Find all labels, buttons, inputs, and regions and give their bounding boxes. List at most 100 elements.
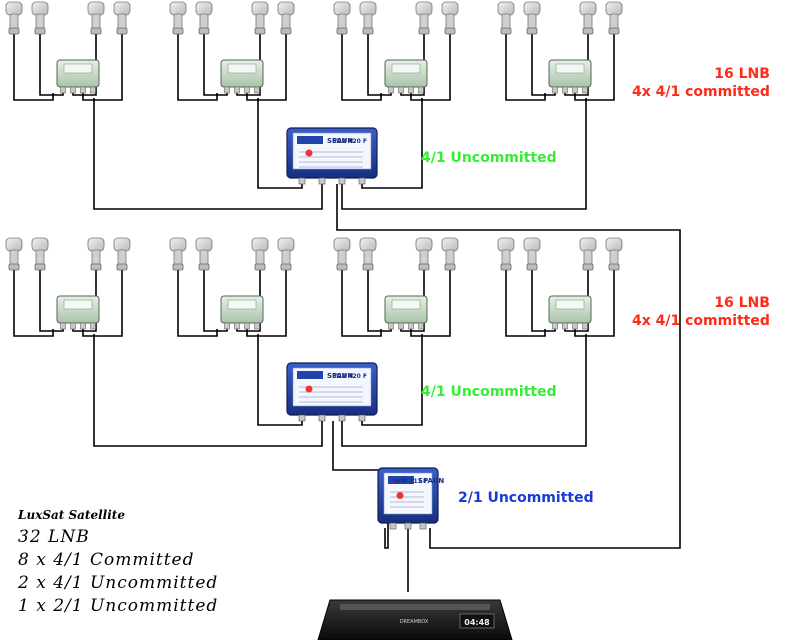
coax-cable <box>341 34 382 101</box>
lnb-head <box>195 1 213 16</box>
lnb-head <box>333 1 351 16</box>
diseqc-port <box>388 86 394 94</box>
coax-cable <box>93 98 323 210</box>
lnb-connector <box>8 263 20 271</box>
lnb-connector <box>34 263 46 271</box>
lnb-connector <box>34 27 46 35</box>
uncommitted-4-1-switch <box>286 362 378 422</box>
diseqc-port <box>60 86 66 94</box>
status-led <box>305 385 313 393</box>
diseqc-port <box>70 86 76 94</box>
diseqc-4-1-switch <box>384 295 428 330</box>
lnb-head <box>251 237 269 252</box>
switch-port <box>358 414 366 422</box>
diseqc-port <box>398 322 404 330</box>
coax-cable <box>39 270 64 332</box>
lnb-head <box>31 237 49 252</box>
lnb-head <box>169 237 187 252</box>
diseqc-port <box>582 86 588 94</box>
lnb-head <box>415 237 433 252</box>
diseqc-port <box>90 322 96 330</box>
switch-port <box>318 177 326 185</box>
diseqc-4-1-switch <box>220 295 264 330</box>
lnb-head <box>605 237 623 252</box>
diseqc-port <box>582 322 588 330</box>
coax-cable <box>410 34 451 101</box>
switch-model: SUR 420 F <box>332 373 367 380</box>
mid-lnb-count: 16 LNB <box>714 295 770 311</box>
twin-lnb <box>87 237 131 271</box>
twin-lnb <box>415 1 459 35</box>
mid-group-label: 16 LNB 4x 4/1 committed <box>632 294 770 330</box>
diseqc-port <box>562 322 568 330</box>
coax-cable <box>13 34 54 101</box>
lnb-connector <box>198 27 210 35</box>
coax-cable <box>39 34 64 96</box>
twin-lnb <box>579 1 623 35</box>
lnb-connector <box>90 263 102 271</box>
lnb-connector <box>8 27 20 35</box>
diseqc-port <box>254 322 260 330</box>
coax-cable <box>531 270 556 332</box>
diseqc-4-1-switch <box>220 59 264 94</box>
diseqc-port <box>234 86 240 94</box>
lnb-head <box>5 1 23 16</box>
top-group-label: 16 LNB 4x 4/1 committed <box>632 65 770 101</box>
coax-cable <box>361 98 423 189</box>
twin-lnb <box>497 1 541 35</box>
spaun-logo <box>297 136 323 144</box>
coax-cable <box>367 34 392 96</box>
lnb-connector <box>254 27 266 35</box>
summary-line: 8 x 4/1 Committed <box>18 550 195 570</box>
diseqc-label-plate <box>555 299 585 310</box>
lnb-head <box>605 1 623 16</box>
diseqc-port <box>254 86 260 94</box>
diseqc-port <box>234 322 240 330</box>
diseqc-4-1-switch <box>384 59 428 94</box>
coax-cable <box>82 270 123 337</box>
switch-brand: SPAUN <box>418 477 444 485</box>
diseqc-port <box>388 322 394 330</box>
lnb-head <box>169 1 187 16</box>
switch-brand: SPAUN <box>327 137 353 145</box>
diseqc-label-plate <box>391 63 421 74</box>
coax-cable <box>203 270 228 332</box>
receiver-brand: DREAMBOX <box>400 619 429 625</box>
twin-lnb <box>5 237 49 271</box>
twin-lnb <box>169 237 213 271</box>
summary-block: LuxSat Satellite 32 LNB 8 x 4/1 Committe… <box>18 508 218 618</box>
lnb-head <box>441 237 459 252</box>
diseqc-port <box>90 86 96 94</box>
switch-port <box>358 177 366 185</box>
coax-cable <box>410 270 451 337</box>
lnb-connector <box>116 27 128 35</box>
lnb-head <box>87 237 105 252</box>
receiver-display <box>459 613 495 629</box>
top-lnb-count: 16 LNB <box>714 66 770 82</box>
satellite-receiver <box>317 599 513 640</box>
lnb-connector <box>336 27 348 35</box>
lnb-connector <box>418 263 430 271</box>
lnb-connector <box>500 263 512 271</box>
uncommitted-4-1-switch <box>286 127 378 185</box>
switch-model: SUR 420 F <box>332 138 367 145</box>
twin-lnb <box>497 237 541 271</box>
lnb-connector <box>362 27 374 35</box>
diseqc-port <box>244 86 250 94</box>
uncommitted-2-1-switch <box>377 467 439 530</box>
top-uncommitted-label: 4/1 Uncommitted <box>421 150 557 166</box>
coax-cable <box>246 270 287 337</box>
twin-lnb <box>579 237 623 271</box>
diseqc-4-1-switch <box>548 59 592 94</box>
spaun-logo <box>297 371 323 379</box>
coax-cable <box>574 270 615 337</box>
lnb-connector <box>526 27 538 35</box>
twin-lnb <box>251 1 295 35</box>
status-led <box>305 149 313 157</box>
summary-line: 1 x 2/1 Uncommitted <box>18 596 219 616</box>
lnb-connector <box>608 263 620 271</box>
lnb-connector <box>608 27 620 35</box>
diseqc-port <box>562 86 568 94</box>
